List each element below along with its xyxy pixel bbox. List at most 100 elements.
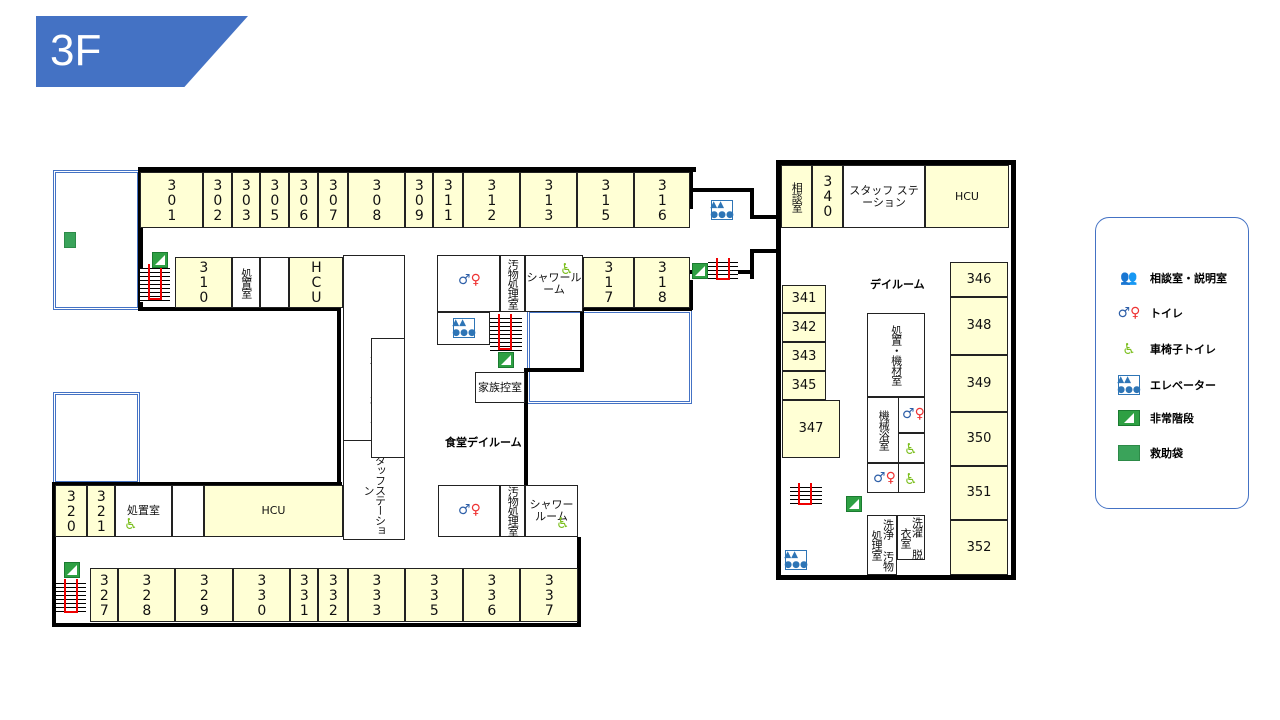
room: 処置・機材室 <box>867 313 925 397</box>
room <box>867 463 900 493</box>
wall <box>138 167 143 310</box>
room: 330 <box>233 568 290 622</box>
room <box>898 397 925 433</box>
staircase-marker <box>148 264 162 300</box>
room <box>371 338 405 458</box>
legend-item: 非常階段 <box>1118 410 1194 426</box>
room: 349 <box>950 355 1008 412</box>
room <box>437 255 500 312</box>
room: 331 <box>290 568 318 622</box>
toilet-icon: ♂♀ <box>1117 305 1141 321</box>
wall <box>580 307 692 311</box>
room: 313 <box>520 172 577 228</box>
room: 機械浴室 <box>867 397 900 463</box>
consultation-icon: 👥 <box>1120 270 1138 286</box>
balcony <box>53 392 140 484</box>
wall <box>138 167 696 172</box>
rescue-chute-icon <box>64 232 76 248</box>
staircase <box>708 262 738 282</box>
wall <box>750 188 754 218</box>
room: 345 <box>782 371 826 400</box>
room: 汚物処理室 <box>500 255 525 312</box>
wall <box>750 249 780 253</box>
wall <box>52 482 342 486</box>
toilet-icon: ♂♀ <box>458 502 481 518</box>
staircase-marker <box>498 314 512 350</box>
room: 310 <box>175 257 232 308</box>
wall <box>776 575 1016 580</box>
wall <box>750 215 780 219</box>
wall <box>580 307 584 372</box>
emergency-stairs-icon <box>692 263 708 279</box>
legend-label: トイレ <box>1150 307 1183 320</box>
wall <box>750 249 754 279</box>
emergency-stairs-icon <box>1118 410 1140 426</box>
room: 307 <box>318 172 348 228</box>
wall <box>337 307 341 487</box>
legend-item: ▲▲ ●●●エレベーター <box>1117 375 1216 395</box>
room: 321 <box>87 485 115 537</box>
room: 汚物処理室 <box>500 485 525 537</box>
room <box>898 463 925 493</box>
staircase-marker <box>716 258 730 280</box>
room: 305 <box>260 172 289 228</box>
toilet-icon: ♂♀ <box>873 470 896 486</box>
room: 337 <box>520 568 578 622</box>
wall <box>524 368 528 486</box>
room: 343 <box>782 342 826 371</box>
room: 335 <box>405 568 463 622</box>
wall <box>776 160 1015 165</box>
room: 340 <box>812 165 843 228</box>
legend-label: 車椅子トイレ <box>1150 343 1216 356</box>
room: 352 <box>950 520 1008 575</box>
room: 347 <box>782 400 840 458</box>
room <box>898 433 925 463</box>
legend-item: ♂♀ トイレ <box>1118 305 1183 321</box>
room: 302 <box>203 172 232 228</box>
room: 320 <box>55 485 87 537</box>
room: HCU <box>204 485 343 537</box>
toilet-icon: ♂♀ <box>902 406 925 422</box>
elevator-icon: ▲▲ ●●● <box>784 550 808 570</box>
staircase-marker <box>798 483 812 505</box>
wheelchair-toilet-icon: ♿ <box>1122 340 1136 358</box>
room <box>260 257 289 308</box>
room: 処置室 <box>232 257 260 308</box>
room: 341 <box>782 285 826 313</box>
wall <box>52 482 56 627</box>
room: 309 <box>405 172 433 228</box>
room <box>438 485 500 537</box>
legend-label: 非常階段 <box>1150 412 1194 425</box>
emergency-stairs-icon <box>64 562 80 578</box>
emergency-stairs-icon <box>152 252 168 268</box>
room: 346 <box>950 262 1008 297</box>
legend-item: 👥相談室・説明室 <box>1118 270 1227 286</box>
dayroom-label: デイルーム <box>870 278 925 291</box>
wall <box>689 280 693 310</box>
balcony <box>527 310 692 404</box>
wheelchair-toilet-icon: ♿ <box>556 514 570 532</box>
emergency-stairs-icon <box>846 496 862 512</box>
room: 家族控室 <box>475 372 525 403</box>
wall <box>1011 160 1016 580</box>
room: 処置室 <box>115 485 172 537</box>
room: 洗濯 脱衣室 <box>897 515 925 560</box>
legend-label: 救助袋 <box>1150 447 1183 460</box>
wall <box>776 160 781 580</box>
wall <box>689 188 754 192</box>
room: 351 <box>950 466 1008 520</box>
legend-item: ♿ 車椅子トイレ <box>1118 340 1216 358</box>
wheelchair-toilet-icon: ♿ <box>904 470 918 488</box>
toilet-icon: ♂♀ <box>458 272 481 288</box>
elevator-icon: ▲▲ ●●● <box>710 200 734 220</box>
room: 301 <box>140 172 203 228</box>
room: 312 <box>463 172 520 228</box>
room: スタッフ ステーション <box>843 165 925 228</box>
room: 308 <box>348 172 405 228</box>
room: 318 <box>634 257 690 308</box>
wall <box>524 368 584 372</box>
wheelchair-toilet-icon: ♿ <box>904 440 918 458</box>
room: 342 <box>782 313 826 342</box>
legend-item: 救助袋 <box>1118 445 1183 461</box>
room: 315 <box>577 172 634 228</box>
